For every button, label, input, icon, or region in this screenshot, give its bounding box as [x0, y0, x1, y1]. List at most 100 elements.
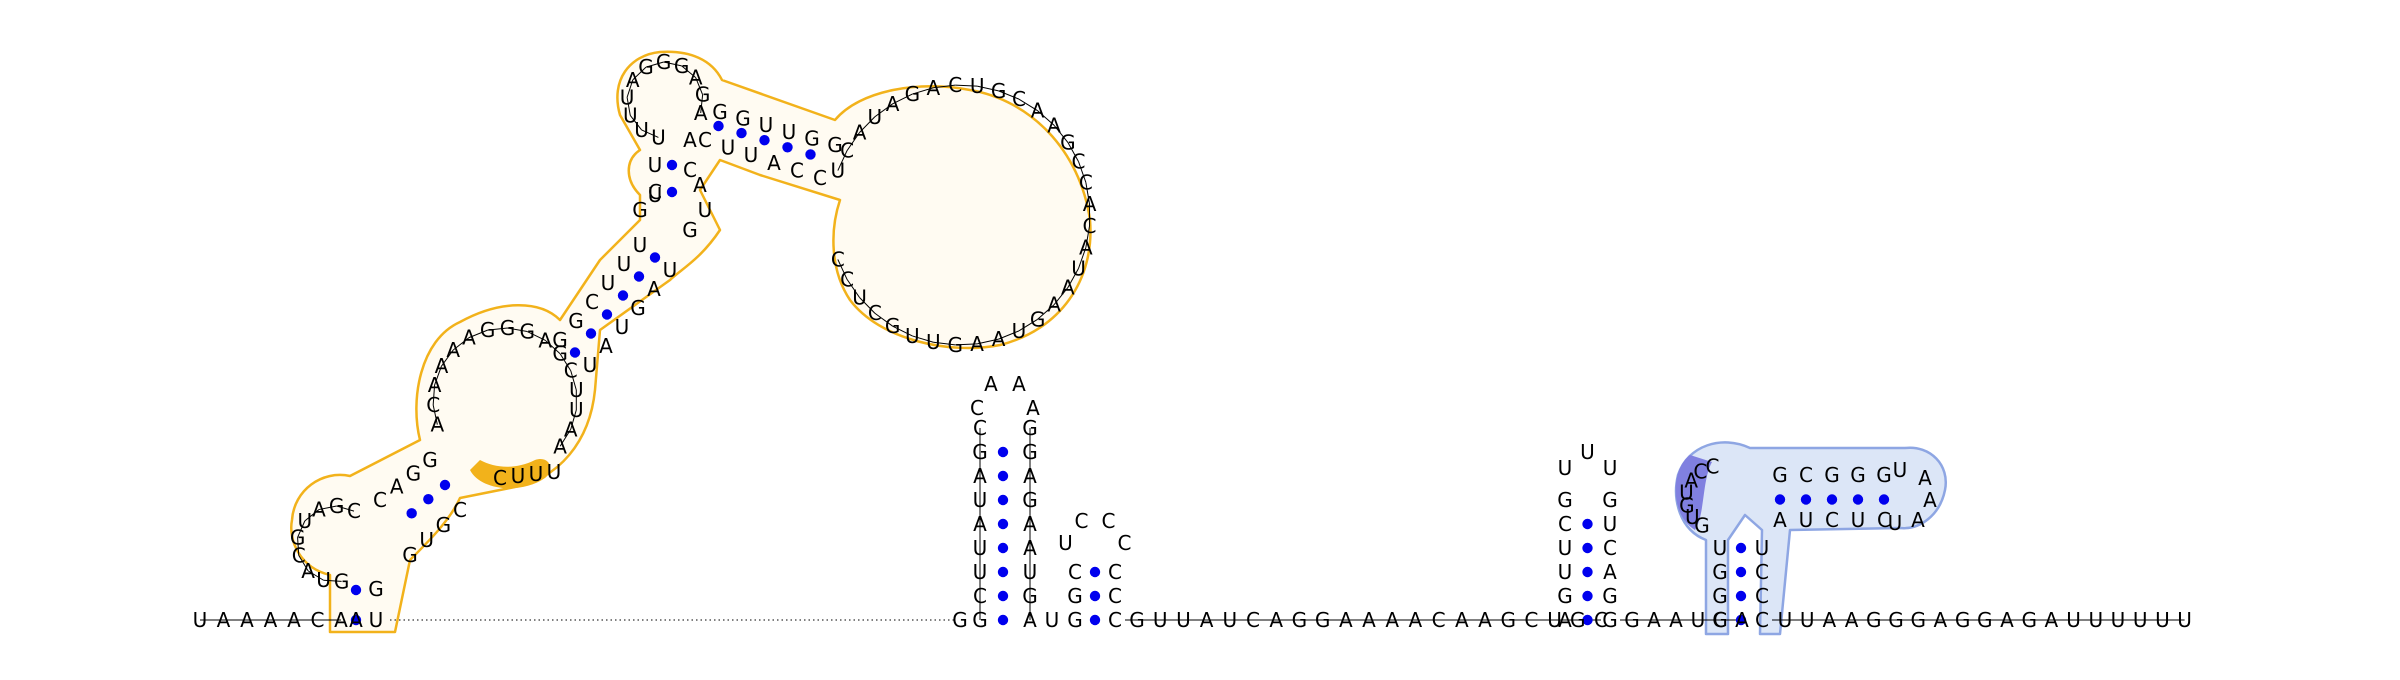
linker-nt: C	[1432, 608, 1446, 632]
backbone-segment	[298, 555, 309, 572]
left-stem-a-nt: G	[402, 543, 418, 567]
base-pair-dot	[1826, 494, 1838, 505]
three-prime-tail-nt: U	[2155, 608, 2170, 632]
left-loop-b-nt: U	[569, 378, 584, 402]
five-prime-tail-nt: A	[287, 608, 301, 632]
backbone-segment	[1067, 142, 1079, 162]
left-stem-b-nt: U	[633, 233, 648, 257]
backbone-segment	[645, 61, 664, 68]
backbone-segment	[432, 384, 436, 406]
linker-nt: A	[1200, 608, 1214, 632]
base-pair-dot	[1582, 542, 1593, 554]
left-top-loop-nt: U	[651, 125, 666, 149]
left-upper-nt: U	[648, 153, 663, 177]
linker2-nt: A	[1735, 608, 1749, 632]
left-upper-nt: A	[683, 128, 697, 152]
pseudoknot-nt: U	[1755, 536, 1770, 560]
left-loop-b-nt: A	[462, 326, 476, 350]
base-pair-dot	[1735, 542, 1747, 554]
stem-loop-1-nt: C	[973, 416, 987, 440]
left-loop-b-nt: A	[564, 417, 578, 441]
left-bulge-nt: U	[648, 183, 663, 207]
pseudoknot-top-nt: G	[1824, 463, 1840, 487]
base-pair-dot	[1735, 614, 1747, 626]
five-prime-tail-nt: C	[311, 608, 325, 632]
left-small-loop-nt: C	[292, 543, 306, 567]
backbone-segment	[527, 331, 546, 341]
base-pair-dot	[997, 518, 1009, 530]
pseudoknot-loop-nt: C	[1693, 459, 1707, 483]
backbone-segment	[663, 61, 682, 67]
orange-bulge-nt: U	[547, 460, 562, 484]
left-bulge-nt: U	[698, 198, 713, 222]
left-stem-b-nt: U	[617, 252, 632, 276]
left-loop-b-nt: A	[430, 413, 444, 437]
pseudoknot-nt: C	[1755, 584, 1769, 608]
left-loop-b-nt: G	[480, 318, 496, 342]
pseudoknot-loop-nt: C	[1705, 454, 1719, 478]
stem-loop-2-nt: G	[1067, 584, 1083, 608]
stem-loop-1-nt: G	[1022, 584, 1038, 608]
left-stem-nt: A	[349, 608, 363, 632]
big-loop-nt: U	[831, 159, 846, 183]
three-prime-tail-nt: G	[1910, 608, 1926, 632]
pseudoknot-loop-nt: A	[1684, 468, 1698, 492]
base-pair-dot	[1774, 494, 1786, 505]
big-loop-nt: A	[853, 120, 867, 144]
backbone-segment	[1078, 161, 1087, 183]
backbone-layer	[200, 61, 2185, 621]
backbone-segment	[912, 87, 934, 95]
stem-loop-1-nt: G	[972, 440, 988, 464]
big-loop-nt: C	[1079, 170, 1093, 194]
backbone-segment	[1078, 247, 1087, 269]
three-prime-tail-nt: G	[1955, 608, 1971, 632]
five-prime-tail-nt: A	[240, 608, 254, 632]
linker2-nt: A	[1669, 608, 1683, 632]
backbone-segment	[933, 341, 956, 346]
base-pair-dot	[1089, 566, 1101, 578]
base-pair-dot	[997, 446, 1009, 458]
backbone-segment	[318, 505, 337, 511]
linker-nt: A	[1409, 608, 1423, 632]
left-stem-c-nt: A	[767, 151, 781, 175]
base-pair-dot	[1582, 518, 1593, 530]
stem-loop-3-loop-nt: U	[1558, 456, 1573, 480]
left-loop-b-nt: A	[435, 354, 449, 378]
base-pair-dot	[406, 508, 417, 519]
pseudoknot-top-nt: G	[1876, 463, 1892, 487]
big-loop-nt: G	[1060, 130, 1076, 154]
backbone-segment	[487, 327, 508, 331]
linker-nt: C	[1594, 608, 1608, 632]
left-top-loop-nt: G	[674, 54, 690, 78]
backbone-segment	[629, 115, 642, 131]
linker-nt: A	[1362, 608, 1376, 632]
base-pair-dot	[759, 135, 770, 146]
pseudoknot-loop-nt: G	[1694, 514, 1710, 538]
linker-nt: G	[1570, 608, 1586, 632]
backbone-segment	[700, 94, 704, 114]
left-small-loop-nt: C	[347, 499, 361, 523]
left-loop-b-nt: A	[553, 434, 567, 458]
stem-loop-1-nt: G	[1022, 416, 1038, 440]
left-loop-b-nt: A	[538, 328, 552, 352]
backbone-segment	[1053, 124, 1069, 143]
left-small-loop-nt: G	[329, 494, 345, 518]
base-pair-dot	[633, 271, 645, 282]
base-pair-dot	[569, 347, 581, 358]
backbone-segment	[559, 429, 572, 447]
backbone-segment	[859, 297, 876, 314]
left-stem-a-nt: C	[453, 498, 467, 522]
backbone-segment	[933, 84, 956, 89]
backbone-segment	[955, 84, 978, 87]
backbone-segment	[846, 279, 860, 298]
backbone-segment	[307, 570, 324, 581]
big-loop-nt: C	[840, 267, 854, 291]
stem-loop-1-nt: U	[1023, 560, 1038, 584]
big-loop-nt: G	[991, 79, 1007, 103]
left-stem-a-nt: U	[419, 528, 434, 552]
three-prime-tail-nt: U	[1800, 608, 1815, 632]
stem-loop-1-nt: A	[1023, 536, 1037, 560]
backbone-segment	[998, 330, 1020, 340]
stem-loop-1-nt: G	[952, 608, 968, 632]
